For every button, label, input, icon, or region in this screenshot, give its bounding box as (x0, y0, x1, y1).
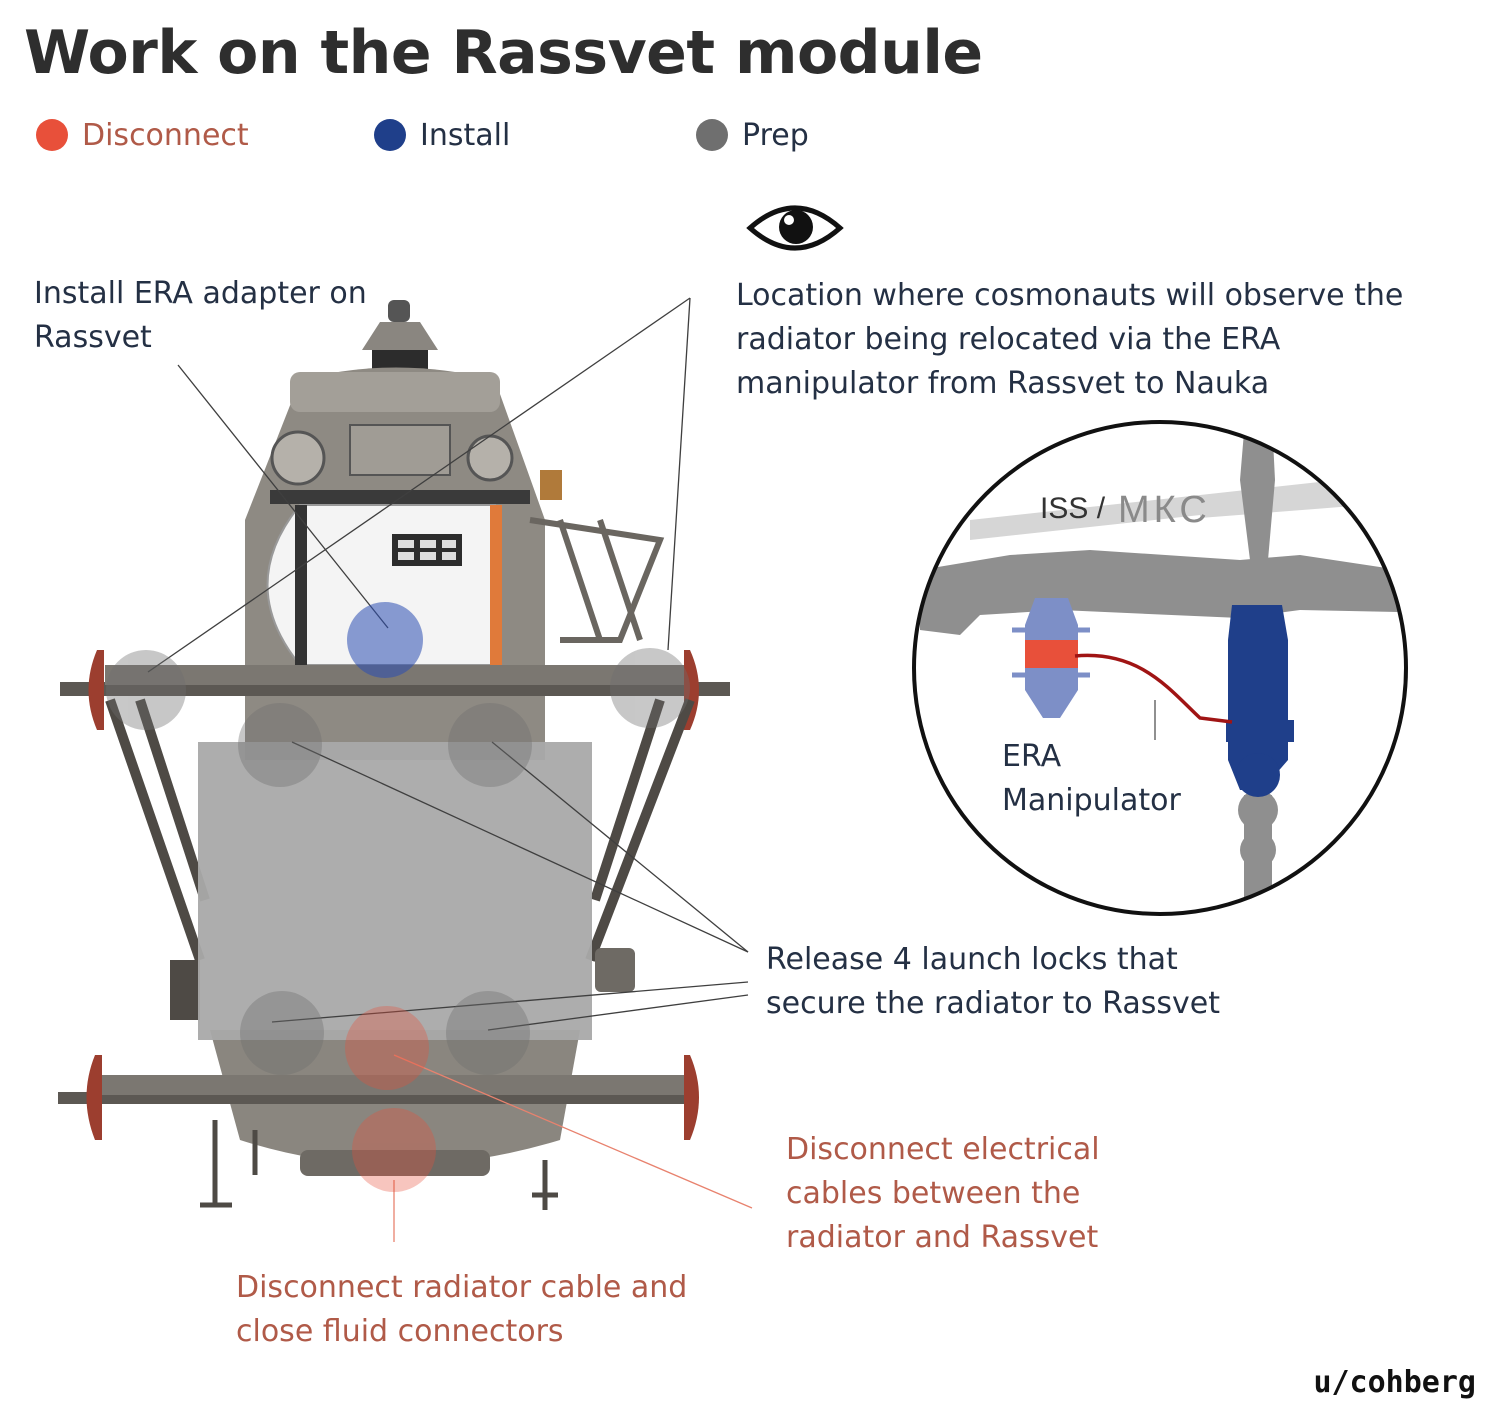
annotation-era-manipulator: ERA Manipulator (1002, 735, 1181, 823)
annotation-line: Release 4 launch locks that (766, 942, 1178, 977)
install-marker (347, 602, 423, 678)
prep-marker (448, 703, 532, 787)
author-credit: u/cohberg (1313, 1365, 1476, 1400)
inset-mks-label: МКС (1118, 489, 1211, 531)
disconnect-marker (345, 1006, 429, 1090)
annotation-line: ERA (1002, 739, 1062, 774)
leader-lines-red (393, 1054, 753, 1242)
rassvet-module-illustration (58, 300, 730, 1210)
eye-icon (746, 205, 844, 251)
legend-dot-prep (696, 119, 728, 151)
annotation-line: manipulator from Rassvet to Nauka (736, 366, 1270, 401)
prep-marker (240, 991, 324, 1075)
prep-markers (106, 648, 690, 1075)
annotation-line: Location where cosmonauts will observe t… (736, 278, 1404, 313)
annotation-install-era: Install ERA adapter on Rassvet (34, 272, 367, 360)
legend-label: Disconnect (82, 117, 249, 153)
legend-dot-install (374, 119, 406, 151)
annotation-launch-locks: Release 4 launch locks that secure the r… (766, 938, 1220, 1026)
prep-marker (106, 650, 186, 730)
annotation-line: secure the radiator to Rassvet (766, 986, 1220, 1021)
annotation-line: Rassvet (34, 320, 152, 355)
legend-label: Install (420, 117, 511, 153)
annotation-line: Disconnect electrical (786, 1132, 1100, 1167)
inset-view: ISS / МКС (912, 420, 1408, 916)
annotation-line: Disconnect radiator cable and (236, 1270, 688, 1305)
disconnect-markers (345, 1006, 436, 1192)
annotation-observe: Location where cosmonauts will observe t… (736, 274, 1403, 406)
annotation-line: Manipulator (1002, 783, 1181, 818)
legend-prep: Prep (696, 113, 809, 157)
disconnect-marker (352, 1108, 436, 1192)
legend-dot-disconnect (36, 119, 68, 151)
annotation-line: cables between the (786, 1176, 1081, 1211)
legend-label: Prep (742, 117, 809, 153)
annotation-line: radiator and Rassvet (786, 1220, 1099, 1255)
page-title: Work on the Rassvet module (24, 18, 983, 88)
legend-disconnect: Disconnect (36, 113, 249, 157)
inset-iss-label: ISS / (1040, 492, 1106, 525)
annotation-line: Install ERA adapter on (34, 276, 367, 311)
prep-marker (238, 703, 322, 787)
annotation-line: close fluid connectors (236, 1314, 564, 1349)
annotation-electrical: Disconnect electrical cables between the… (786, 1128, 1100, 1260)
annotation-radiator-cable: Disconnect radiator cable and close flui… (236, 1266, 687, 1354)
prep-marker (610, 648, 690, 728)
legend-install: Install (374, 113, 510, 157)
leader-lines (147, 297, 1156, 1031)
prep-marker (446, 991, 530, 1075)
annotation-line: radiator being relocated via the ERA (736, 322, 1281, 357)
